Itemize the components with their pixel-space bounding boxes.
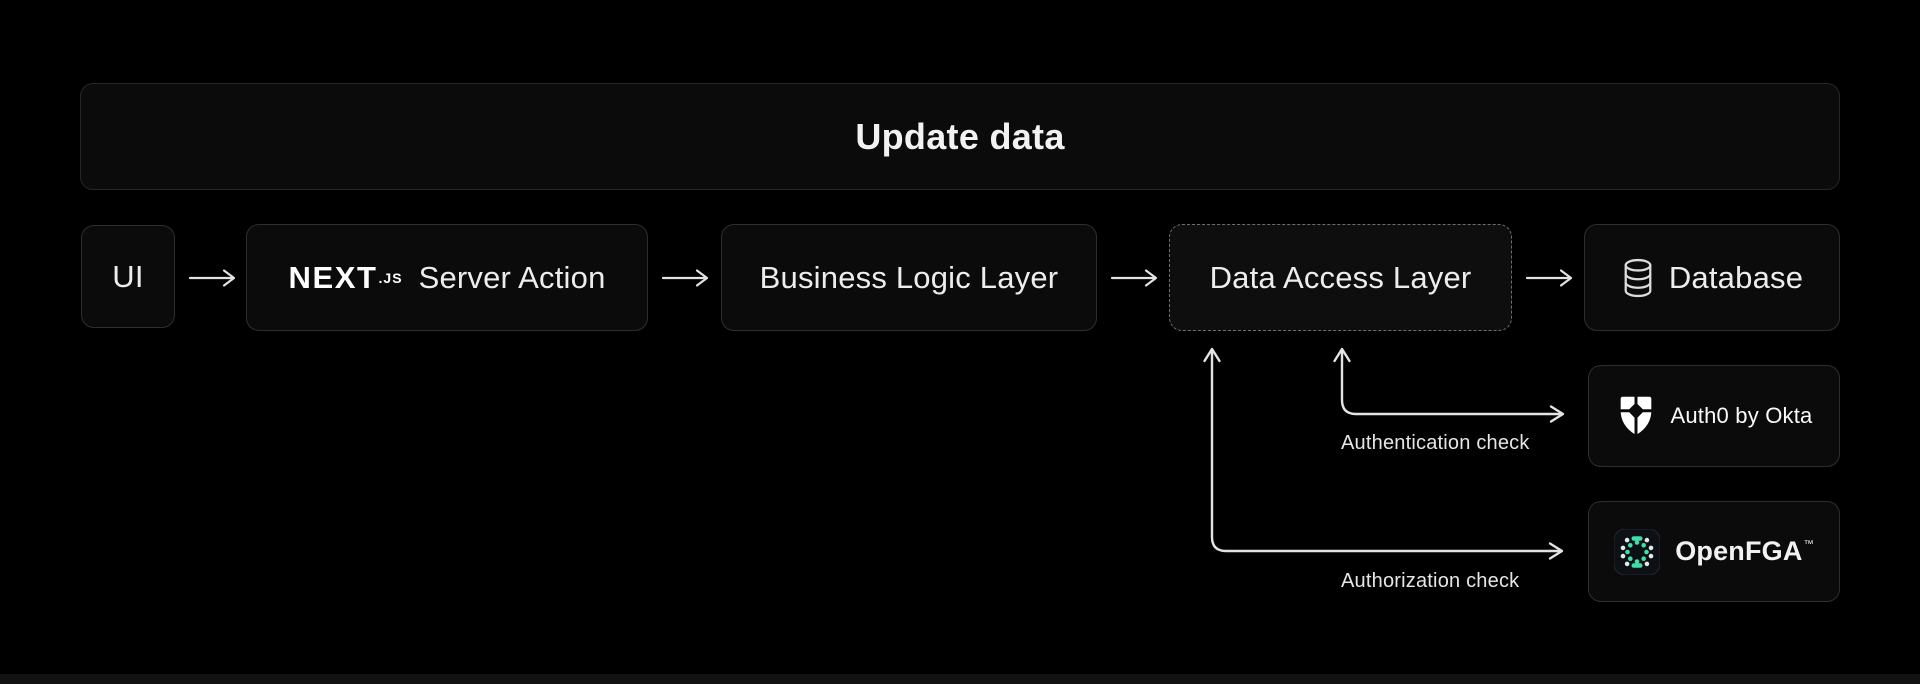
page-title: Update data	[855, 115, 1065, 157]
database-label: Database	[1668, 259, 1804, 295]
edge-label-authentication: Authentication check	[1341, 432, 1530, 454]
server-action-label: Server Action	[418, 259, 606, 295]
service-box-openfga: OpenFGA™	[1588, 501, 1840, 602]
bottom-strip	[0, 674, 1920, 684]
data-access-label: Data Access Layer	[1209, 259, 1472, 295]
business-logic-label: Business Logic Layer	[759, 259, 1059, 295]
flow-node-business-logic-layer: Business Logic Layer	[721, 224, 1097, 331]
authentication-elbow-arrow	[1333, 347, 1565, 423]
auth0-shield-icon	[1615, 393, 1658, 439]
flow-node-database: Database	[1584, 224, 1840, 331]
openfga-dots-icon	[1614, 528, 1661, 575]
arrow-server-action-to-business-logic	[661, 269, 709, 287]
edge-label-authorization: Authorization check	[1341, 570, 1520, 592]
arrow-business-logic-to-data-access	[1110, 269, 1158, 287]
flow-node-server-action: NEXT.JS Server Action	[246, 224, 648, 331]
nextjs-wordmark: NEXT	[288, 259, 378, 295]
authorization-elbow-arrow	[1203, 347, 1564, 560]
service-box-auth0: Auth0 by Okta	[1588, 365, 1840, 467]
flow-node-data-access-layer: Data Access Layer	[1169, 224, 1512, 331]
database-cylinder-icon	[1624, 258, 1652, 297]
arrow-ui-to-server-action	[188, 269, 236, 287]
openfga-label: OpenFGA™	[1675, 536, 1814, 566]
arrow-data-access-to-database	[1525, 269, 1573, 287]
flow-node-ui: UI	[81, 225, 175, 328]
nextjs-wordmark-suffix: .JS	[378, 269, 403, 286]
auth0-label: Auth0 by Okta	[1670, 403, 1813, 428]
ui-node-label: UI	[112, 258, 144, 294]
title-box: Update data	[80, 83, 1840, 190]
trademark-mark: ™	[1803, 539, 1814, 550]
